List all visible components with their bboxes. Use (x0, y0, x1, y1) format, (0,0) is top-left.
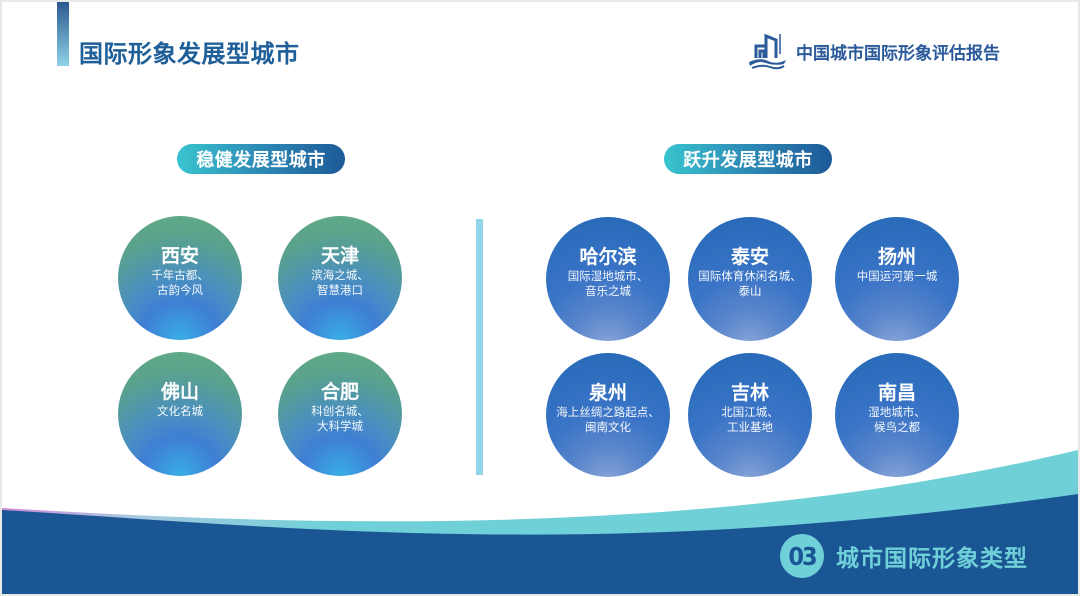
group-divider (476, 219, 483, 475)
city-desc: 大科学城 (317, 419, 363, 433)
city-name: 天津 (320, 245, 359, 267)
city-circle-tianjin: 天津 滨海之城、 智慧港口 (278, 216, 402, 340)
city-desc: 国际体育休闲名城、 (698, 269, 802, 283)
city-desc: 工业基地 (727, 420, 773, 434)
brand-text: 中国城市国际形象评估报告 (796, 43, 1000, 64)
city-buildings-wave-logo-icon (749, 33, 786, 70)
city-circle-quanzhou: 泉州 海上丝绸之路起点、 闽南文化 (546, 353, 670, 477)
city-desc: 海上丝绸之路起点、 (556, 405, 660, 419)
brand: 中国城市国际形象评估报告 (746, 30, 1000, 72)
city-name: 扬州 (877, 246, 916, 268)
city-name: 泰安 (730, 246, 769, 268)
city-circle-harbin: 哈尔滨 国际湿地城市、 音乐之城 (546, 217, 670, 341)
city-name: 泉州 (588, 382, 627, 404)
city-circle-hefei: 合肥 科创名城、 大科学城 (278, 352, 402, 476)
city-desc: 中国运河第一城 (856, 269, 938, 283)
city-desc: 千年古都、 (151, 268, 209, 282)
city-circle-foshan: 佛山 文化名城 (118, 352, 242, 476)
group-label-steady: 稳健发展型城市 (177, 144, 345, 174)
city-circle-xian: 西安 千年古都、 古韵今风 (118, 216, 242, 340)
section-marker: 03 城市国际形象类型 (780, 534, 1028, 578)
section-number-badge: 03 (780, 534, 824, 578)
city-desc: 音乐之城 (585, 284, 631, 298)
city-desc: 北国江城、 (721, 405, 779, 419)
city-desc: 候鸟之都 (874, 420, 920, 434)
section-title: 城市国际形象类型 (836, 546, 1028, 572)
city-name: 合肥 (320, 381, 359, 403)
city-desc: 古韵今风 (157, 283, 203, 297)
group-label-rising: 跃升发展型城市 (664, 144, 832, 174)
page-title: 国际形象发展型城市 (79, 40, 300, 68)
city-desc: 闽南文化 (585, 420, 631, 434)
city-desc: 文化名城 (157, 404, 203, 418)
city-name: 南昌 (877, 382, 916, 404)
city-name: 哈尔滨 (579, 246, 637, 268)
city-desc: 国际湿地城市、 (567, 269, 649, 283)
city-name: 西安 (160, 245, 199, 267)
city-name: 吉林 (730, 382, 769, 404)
city-desc: 湿地城市、 (868, 405, 926, 419)
city-circle-taian: 泰安 国际体育休闲名城、 泰山 (688, 217, 812, 341)
city-desc: 智慧港口 (317, 283, 363, 297)
title-accent-bar (57, 2, 69, 66)
city-desc: 科创名城、 (311, 404, 369, 418)
city-circle-yangzhou: 扬州 中国运河第一城 (835, 217, 959, 341)
city-desc: 滨海之城、 (311, 268, 369, 282)
city-circle-jilin: 吉林 北国江城、 工业基地 (688, 353, 812, 477)
city-circle-nanchang: 南昌 湿地城市、 候鸟之都 (835, 353, 959, 477)
city-name: 佛山 (160, 381, 199, 403)
city-desc: 泰山 (738, 284, 762, 298)
